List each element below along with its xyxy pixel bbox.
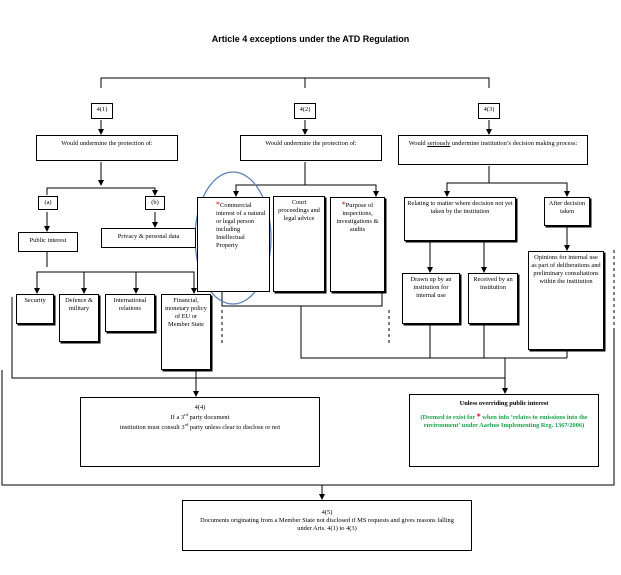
privacy-box: Privacy & personal data	[101, 228, 196, 248]
protection-box-4-1: Would undermine the protection of:	[36, 135, 178, 161]
branch-4-1: 4(1)	[91, 103, 113, 119]
box-4-5: 4(5) Documents originating from a Member…	[182, 500, 472, 551]
sub-a-box: (a)	[38, 196, 58, 210]
after-box: After decision taken	[544, 197, 590, 226]
overriding-interest-box: Unless overriding public interest (Deeme…	[409, 394, 599, 467]
protection-box-4-3: Would seriously undermine institution’s …	[398, 135, 588, 165]
international-box: International relations	[105, 294, 155, 332]
purpose-box: *Purpose of inspections, investigations …	[330, 197, 385, 292]
commercial-interest-box: *Commercial interest of a natural or leg…	[197, 197, 270, 292]
sub-b-box: (b)	[145, 196, 165, 210]
drawn-up-box: Drawn up by an institution for internal …	[402, 273, 460, 324]
opinions-box: Opinions for internal use as part of del…	[528, 251, 604, 350]
security-box: Security	[16, 294, 54, 324]
branch-4-2: 4(2)	[294, 103, 316, 119]
defence-box: Defence & military	[59, 294, 99, 342]
received-box: Received by an institution	[468, 273, 518, 324]
page-title: Article 4 exceptions under the ATD Regul…	[211, 34, 410, 44]
box-4-4: 4(4) If a 3rd party document institution…	[80, 397, 320, 467]
court-box: Court proceedings and legal advice	[273, 196, 325, 292]
relating-box: Relating to matter where decision not ye…	[404, 197, 516, 241]
public-interest-box: Public interest	[18, 232, 78, 252]
branch-4-3: 4(3)	[478, 103, 500, 119]
protection-box-4-2: Would undermine the protection of:	[240, 135, 382, 161]
financial-box: Financial, monetary policy of EU or Memb…	[161, 294, 211, 370]
